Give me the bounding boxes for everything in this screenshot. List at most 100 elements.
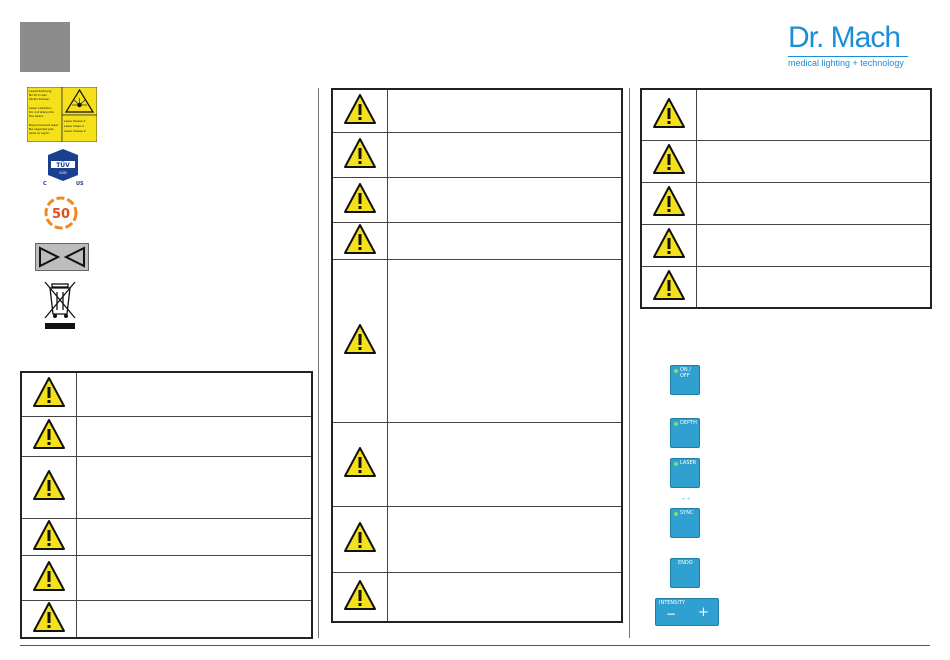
warning-text-cell (387, 176, 623, 223)
warning-text-cell (696, 139, 932, 183)
brand-name: Dr. Mach (788, 21, 901, 54)
warning-triangle-icon (33, 419, 65, 449)
warning-triangle-icon (33, 560, 65, 591)
warning-text-cell (696, 88, 932, 141)
tuv-left-text: C (43, 181, 47, 187)
on-off-key[interactable]: ON / OFF (670, 365, 700, 395)
warning-row (331, 176, 623, 223)
warning-text-cell (387, 505, 623, 573)
warning-triangle-icon (653, 186, 685, 216)
laser-text-3: Laser radiation (29, 106, 52, 110)
warning-row (20, 599, 313, 638)
warning-row (640, 88, 932, 141)
efup-50-icon: 50 (43, 195, 79, 231)
brand-underline (788, 56, 908, 57)
equipotential-icon (35, 243, 89, 271)
tuv-mark: TÜV SÜD C US (38, 147, 88, 187)
laser-text-7: Ne regardez pas (29, 127, 54, 131)
brand-tagline: medical lighting + technology (788, 58, 904, 68)
warning-triangle-icon (653, 97, 685, 128)
warning-text-cell (387, 571, 623, 623)
warning-row (331, 221, 623, 260)
laser-text-2: Strahl blicken (29, 97, 50, 101)
warning-text-cell (76, 517, 313, 556)
warning-triangle-icon (344, 579, 376, 610)
efup-value: 50 (52, 207, 70, 222)
intensity-control[interactable]: INTENSITY − + (655, 598, 719, 626)
warning-text-cell (696, 265, 932, 309)
tuv-bottom-text: SÜD (59, 170, 67, 175)
laser-text-8: dans le rayon (29, 131, 49, 135)
laser-text-4: Do not stare into (29, 110, 54, 114)
warning-icon-cell (640, 265, 697, 309)
laser-key[interactable]: LASER (670, 458, 700, 488)
laser-class-1: Laser Class 2 (64, 124, 84, 128)
warning-row (20, 554, 313, 601)
intensity-plus-button[interactable]: + (698, 605, 709, 620)
warning-text-cell (76, 455, 313, 519)
warning-icon-cell (331, 221, 388, 260)
right-warning-table (640, 88, 932, 309)
warning-triangle-icon (344, 323, 376, 354)
warning-triangle-icon (33, 470, 65, 500)
warning-triangle-icon (344, 137, 376, 168)
intensity-label: INTENSITY (659, 600, 685, 606)
depth-key[interactable]: DEPTH (670, 418, 700, 448)
warning-icon-cell (20, 415, 77, 457)
sync-key[interactable]: SYNC (670, 508, 700, 538)
laser-text-1: Nicht in den (29, 93, 47, 97)
laser-key-label: LASER (680, 460, 697, 466)
left-warning-table (20, 371, 313, 639)
warning-row (20, 517, 313, 556)
warning-row (331, 505, 623, 573)
warning-icon-cell (331, 88, 388, 133)
brand-logo: Dr. Mach medical lighting + technology (788, 22, 908, 68)
warning-text-cell (387, 258, 623, 423)
laser-text-6: Rayonnement laser (29, 123, 59, 127)
warning-row (640, 265, 932, 309)
warning-icon-cell (331, 571, 388, 623)
weee-bin-icon (40, 278, 80, 330)
warning-text-cell (387, 88, 623, 133)
endo-key[interactable]: ENDO (670, 558, 700, 588)
warning-triangle-icon (33, 601, 65, 632)
warning-text-cell (387, 221, 623, 260)
warning-triangle-icon (33, 377, 65, 408)
intensity-minus-button[interactable]: − (666, 607, 677, 621)
warning-text-cell (76, 371, 313, 417)
warning-row (331, 258, 623, 423)
warning-row (331, 131, 623, 178)
column-divider-1 (318, 88, 319, 638)
tuv-top-text: TÜV (56, 162, 70, 169)
key-led-indicator (674, 512, 678, 516)
warning-icon-cell (20, 554, 77, 601)
warning-row (20, 415, 313, 457)
warning-triangle-icon (653, 228, 685, 258)
warning-text-cell (387, 131, 623, 178)
key-led-indicator (674, 462, 678, 466)
warning-icon-cell (20, 517, 77, 556)
warning-triangle-icon (344, 182, 376, 213)
tuv-right-text: US (76, 181, 84, 187)
warning-row (640, 223, 932, 267)
warning-icon-cell (20, 599, 77, 638)
warning-text-cell (76, 554, 313, 601)
middle-warning-table (331, 88, 623, 623)
warning-row (20, 455, 313, 519)
warning-icon-cell (331, 131, 388, 178)
dash-marker: - - (682, 494, 691, 503)
warning-icon-cell (640, 181, 697, 225)
warning-row (640, 181, 932, 225)
warning-triangle-icon (653, 144, 685, 174)
key-led-indicator (674, 369, 678, 373)
warning-icon-cell (20, 455, 77, 519)
warning-triangle-icon (344, 93, 376, 124)
endo-key-label: ENDO (678, 560, 693, 566)
warning-icon-cell (640, 139, 697, 183)
warning-row (331, 88, 623, 133)
laser-class-0: Laser Klasse 2 (64, 119, 86, 123)
gray-placeholder-square (20, 22, 70, 72)
warning-icon-cell (20, 371, 77, 417)
laser-warning-label: Laserstrahlung Nicht in den Strahl blick… (26, 86, 98, 143)
laser-text-5: the beam (29, 114, 43, 118)
